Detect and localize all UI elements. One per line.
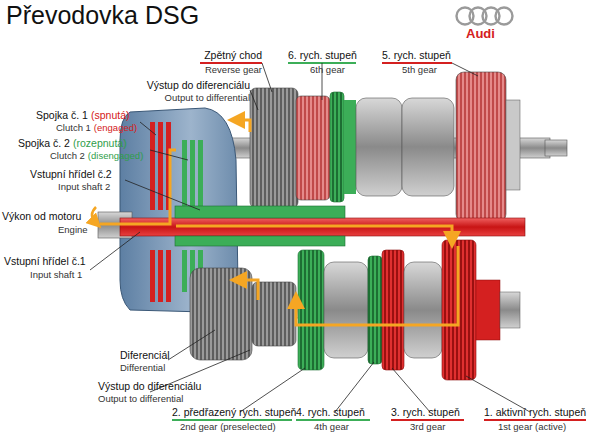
part-label: (disengaged) (88, 151, 143, 161)
part-label: Výstup do diferenciálu (147, 80, 250, 92)
part-label: 3rd gear (410, 422, 445, 432)
part-label: 1. aktivní rych. stupeň (484, 407, 586, 419)
part-label: Input shaft 2 (58, 182, 110, 192)
part-label: Vstupní hřídel č.1 (4, 256, 86, 268)
part-label: Engine (58, 225, 88, 235)
part-label: (engaged) (94, 123, 137, 133)
power-flow (100, 120, 458, 325)
part-label: 2nd gear (preselected) (180, 422, 276, 432)
part-label: Vstupní hřídel č.2 (30, 169, 112, 181)
part-label: 4th gear (314, 422, 349, 432)
part-label: Spojka č. 1 (36, 110, 88, 122)
part-label: 6. rych. stupeň (288, 50, 357, 62)
part-label: Zpětný chod (204, 50, 262, 62)
part-label: Spojka č. 2 (18, 138, 70, 150)
title: Převodovka DSG (6, 2, 199, 30)
part-label: 2. předřazený rych. stupeň (172, 407, 296, 419)
part-label: 3. rych. stupeň (391, 407, 460, 419)
label-underlines (172, 63, 586, 420)
part-label: Clutch 2 (50, 151, 85, 161)
part-label: Diferenciál (120, 350, 170, 362)
audi-rings (457, 8, 513, 25)
part-label: Clutch 1 (56, 123, 91, 133)
part-label: 5th gear (402, 65, 437, 75)
part-label: (spnutá) (91, 110, 130, 122)
brand-name: Audi (466, 27, 495, 41)
part-label: (rozepnutá) (73, 138, 127, 150)
part-label: Výstup do diferenciálu (98, 381, 201, 393)
part-label: Reverse gear (205, 65, 262, 75)
part-label: 4. rych. stupeň (296, 407, 365, 419)
part-label: Výkon od motoru (2, 211, 81, 223)
part-label: 5. rych. stupeň (382, 50, 451, 62)
part-label: Differential (120, 363, 165, 373)
part-label: 6th gear (310, 65, 345, 75)
part-label: Input shaft 1 (30, 270, 82, 280)
leader-lines (90, 63, 530, 412)
part-label: 1st gear (active) (498, 422, 566, 432)
part-label: Output to differential (98, 394, 183, 404)
part-label: Output to differential (165, 93, 250, 103)
